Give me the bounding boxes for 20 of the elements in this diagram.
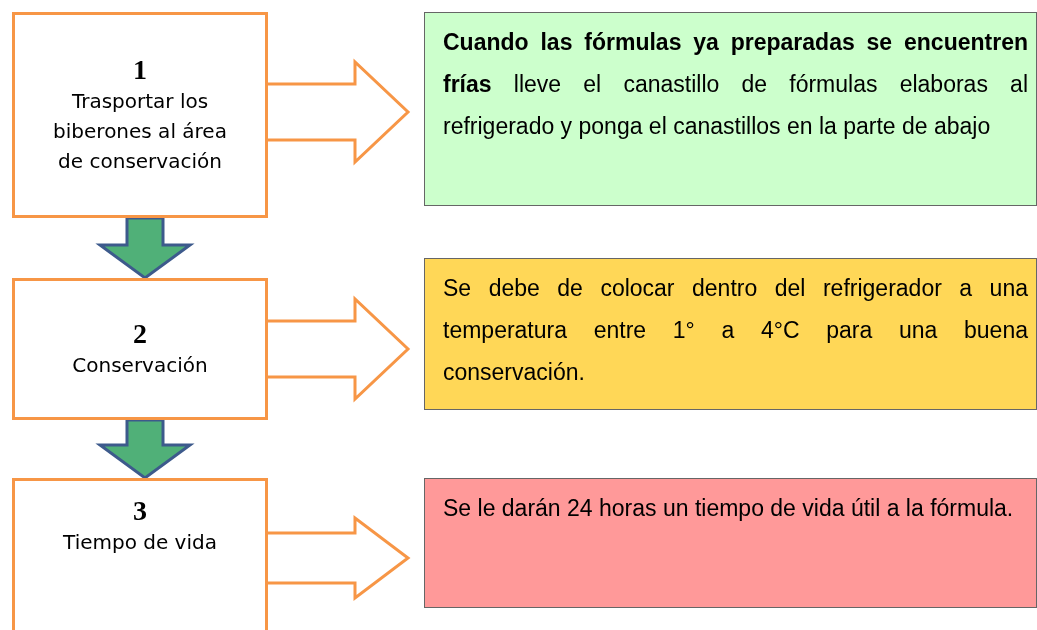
down-block-arrow	[95, 216, 195, 280]
step-box	[12, 478, 268, 630]
step-label: Conservación	[71, 352, 209, 379]
block-arrow	[265, 58, 411, 166]
step-label: Trasportar los biberones al área de conservación	[52, 88, 228, 175]
down-block-arrow	[95, 418, 195, 480]
step-number: 1	[133, 54, 147, 86]
step-number: 2	[133, 318, 147, 350]
step-number: 3	[133, 495, 147, 527]
step-box	[12, 12, 268, 218]
note-text: Se le darán 24 horas un tiempo de vida útil a la fórmula.	[443, 494, 1015, 523]
note-text: Se debe de colocar dentro del refrigerador a una temperatura entre 1° a 4°C para una buena conservación.	[443, 274, 1028, 387]
step-label: Tiempo de vida	[62, 529, 218, 556]
block-arrow	[265, 295, 411, 403]
note-text: Cuando las fórmulas ya preparadas se encuentren frías lleve el canastillo de fórmulas elaboras al refrigerado y ponga el canastillos en la parte de abajo	[443, 28, 1028, 141]
step-box	[12, 278, 268, 420]
note-box	[424, 478, 1037, 608]
note-box	[424, 258, 1037, 410]
block-arrow	[265, 515, 411, 601]
note-box	[424, 12, 1037, 206]
